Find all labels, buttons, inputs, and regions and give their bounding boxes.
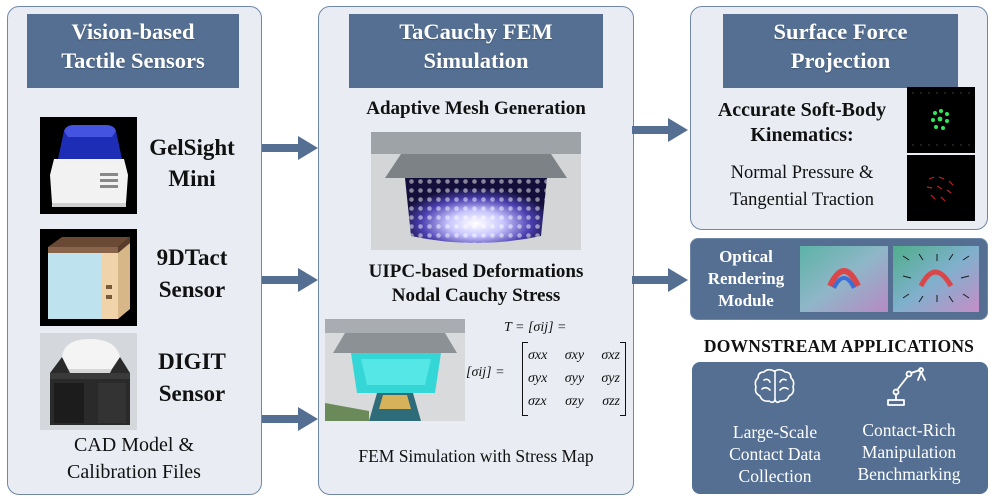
fem-simulation-header: TaCauchy FEM Simulation: [349, 14, 603, 88]
downstream-applications-title: DOWNSTREAM APPLICATIONS: [703, 336, 975, 356]
optical-render-image: [800, 246, 888, 312]
app-label-data-collection: Large-Scale Contact Data Collection: [729, 422, 821, 486]
adaptive-mesh-render: [371, 132, 581, 250]
cad-calibration-caption: CAD Model & Calibration Files: [67, 434, 201, 483]
deformation-title: UIPC-based Deformations Nodal Cauchy Str…: [368, 261, 584, 306]
kinematics-description: Normal Pressure & Tangential Traction: [729, 163, 875, 210]
normal-pressure-map: [907, 87, 975, 153]
force-projection-header: Surface Force Projection: [723, 14, 958, 88]
digit-sensor-render: [40, 333, 137, 430]
optical-rendering-label: Optical Rendering Module: [707, 247, 785, 310]
brain-icon: [754, 368, 795, 404]
matrix-bracket-right: [620, 342, 626, 416]
arrow-right-icon: [262, 407, 318, 431]
mesh-generation-title: Adaptive Mesh Generation: [366, 98, 586, 119]
equation-line-1: T = [σij] =: [504, 320, 567, 335]
matrix-bracket-left: [522, 342, 528, 416]
arrow-right-icon: [632, 118, 688, 142]
digit-label: DIGIT Sensor: [158, 349, 226, 406]
optical-flow-image: [893, 246, 979, 312]
kinematics-title: Accurate Soft-Body Kinematics:: [717, 99, 887, 146]
robot-arm-icon: [887, 367, 926, 406]
gelsight-mini-sensor-render: [40, 117, 137, 214]
tangential-traction-map: [907, 155, 975, 221]
downstream-applications-box: [692, 362, 988, 494]
9dtact-label: 9DTact Sensor: [156, 245, 228, 302]
equation-lhs: [σij] =: [466, 365, 505, 380]
arrow-right-icon: [262, 268, 318, 292]
gelsight-mini-label: GelSight Mini: [149, 135, 235, 191]
app-label-manipulation-benchmarking: Contact-Rich Manipulation Benchmarking: [857, 420, 961, 484]
stress-map-render: [325, 319, 465, 421]
sensors-header: Vision-based Tactile Sensors: [27, 14, 239, 88]
fem-stress-caption: FEM Simulation with Stress Map: [358, 446, 594, 466]
arrow-right-icon: [262, 136, 318, 160]
9dtact-sensor-render: [40, 229, 137, 326]
arrow-right-icon: [632, 268, 688, 292]
